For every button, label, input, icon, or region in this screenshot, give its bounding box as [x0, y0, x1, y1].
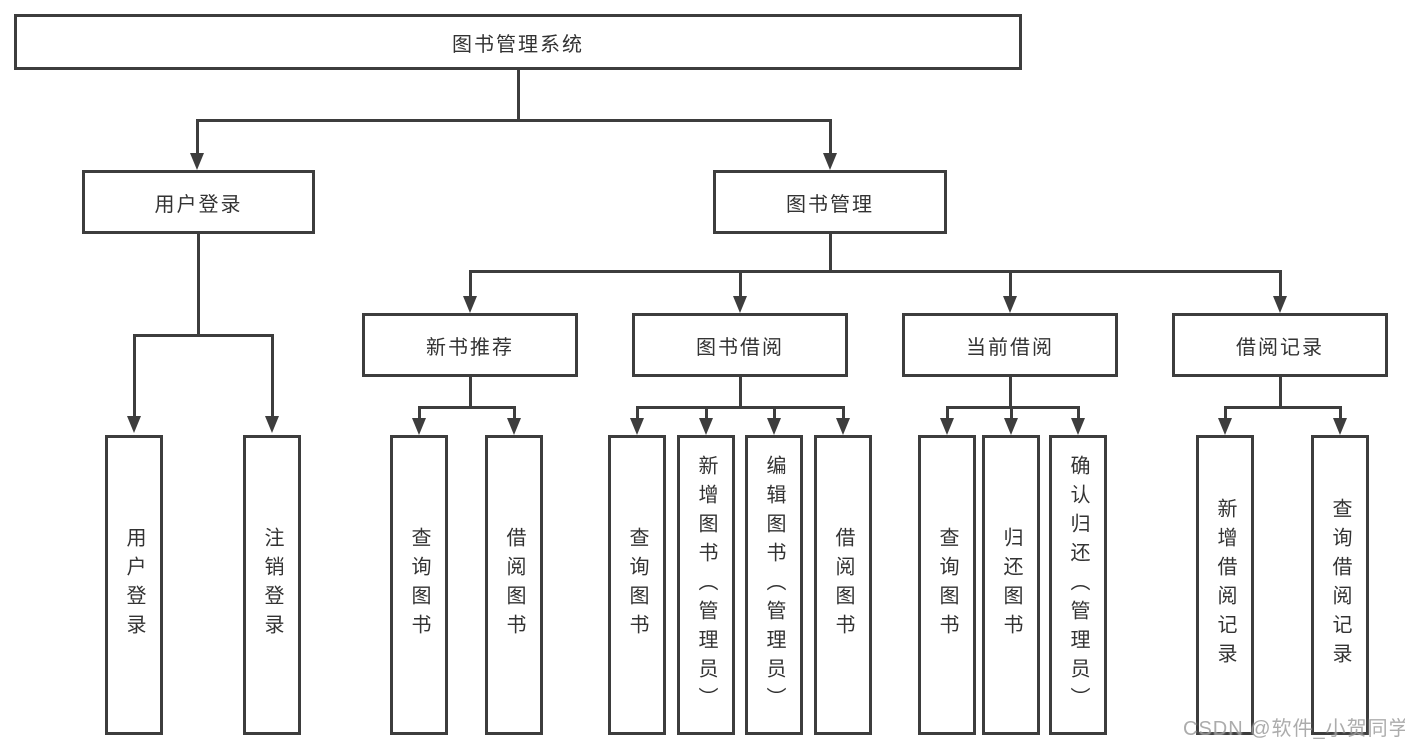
leaf-label: 新增图书（管理员） — [695, 454, 717, 716]
arrow-down-icon — [1071, 418, 1085, 435]
connector-vline — [1339, 406, 1342, 421]
connector-vline — [1077, 406, 1080, 421]
leaf-logout: 注销登录 — [243, 435, 301, 735]
connector-vline — [1224, 406, 1227, 421]
arrow-down-icon — [823, 153, 837, 170]
connector-vline — [1010, 406, 1013, 421]
connector-vline — [1279, 374, 1282, 408]
connector-vline — [946, 406, 949, 421]
node-label: 图书管理系统 — [452, 33, 584, 56]
connector-vline — [271, 334, 274, 420]
arrow-down-icon — [699, 418, 713, 435]
watermark: CSDN @软件_小贺同学 — [1183, 718, 1405, 740]
arrow-down-icon — [630, 418, 644, 435]
arrow-down-icon — [463, 296, 477, 313]
connector-hline — [133, 334, 274, 337]
leaf-nbr-borrow-books: 借阅图书 — [485, 435, 543, 735]
node-label: 借阅记录 — [1236, 336, 1324, 359]
connector-vline — [418, 406, 421, 421]
connector-vline — [469, 270, 472, 300]
arrow-down-icon — [265, 416, 279, 433]
node-root: 图书管理系统 — [14, 14, 1022, 70]
leaf-label: 查询借阅记录 — [1329, 498, 1351, 672]
connector-vline — [829, 119, 832, 158]
leaf-cb-return-books: 归还图书 — [982, 435, 1040, 735]
connector-vline — [196, 119, 199, 158]
connector-hline — [469, 270, 1282, 273]
connector-vline — [517, 68, 520, 121]
leaf-bb-query-books: 查询图书 — [608, 435, 666, 735]
connector-hline — [636, 406, 845, 409]
connector-vline — [829, 231, 832, 272]
node-current-borrow: 当前借阅 — [902, 313, 1118, 377]
leaf-label: 编辑图书（管理员） — [763, 454, 785, 716]
connector-vline — [773, 406, 776, 421]
node-book-management: 图书管理 — [713, 170, 947, 234]
arrow-down-icon — [767, 418, 781, 435]
leaf-label: 查询图书 — [626, 527, 648, 643]
node-label: 用户登录 — [154, 193, 243, 216]
node-label: 图书借阅 — [696, 336, 784, 359]
connector-hline — [946, 406, 1080, 409]
leaf-cb-confirm-return-admin: 确认归还（管理员） — [1049, 435, 1107, 735]
leaf-bb-edit-books-admin: 编辑图书（管理员） — [745, 435, 803, 735]
connector-vline — [469, 374, 472, 408]
connector-vline — [513, 406, 516, 421]
leaf-br-add-record: 新增借阅记录 — [1196, 435, 1254, 735]
arrow-down-icon — [507, 418, 521, 435]
arrow-down-icon — [1218, 418, 1232, 435]
connector-vline — [739, 270, 742, 300]
leaf-label: 注销登录 — [261, 527, 283, 643]
node-borrow-records: 借阅记录 — [1172, 313, 1388, 377]
connector-vline — [1279, 270, 1282, 300]
leaf-label: 借阅图书 — [503, 527, 525, 643]
leaf-label: 借阅图书 — [832, 527, 854, 643]
node-user-login: 用户登录 — [82, 170, 315, 234]
node-new-book-recommend: 新书推荐 — [362, 313, 578, 377]
node-label: 新书推荐 — [426, 336, 514, 359]
connector-hline — [196, 119, 832, 122]
arrow-down-icon — [940, 418, 954, 435]
arrow-down-icon — [190, 153, 204, 170]
connector-vline — [1009, 374, 1012, 408]
leaf-label: 查询图书 — [936, 527, 958, 643]
leaf-nbr-query-books: 查询图书 — [390, 435, 448, 735]
leaf-bb-add-books-admin: 新增图书（管理员） — [677, 435, 735, 735]
node-label: 图书管理 — [786, 193, 874, 216]
arrow-down-icon — [127, 416, 141, 433]
leaf-br-query-record: 查询借阅记录 — [1311, 435, 1369, 735]
leaf-label: 查询图书 — [408, 527, 430, 643]
connector-hline — [1224, 406, 1342, 409]
node-label: 当前借阅 — [966, 336, 1054, 359]
arrow-down-icon — [1003, 296, 1017, 313]
arrow-down-icon — [1333, 418, 1347, 435]
arrow-down-icon — [412, 418, 426, 435]
leaf-label: 归还图书 — [1000, 527, 1022, 643]
arrow-down-icon — [836, 418, 850, 435]
arrow-down-icon — [1273, 296, 1287, 313]
leaf-label: 新增借阅记录 — [1214, 498, 1236, 672]
arrow-down-icon — [1004, 418, 1018, 435]
connector-vline — [133, 334, 136, 420]
connector-vline — [197, 231, 200, 336]
leaf-user-login: 用户登录 — [105, 435, 163, 735]
connector-vline — [636, 406, 639, 421]
leaf-cb-query-books: 查询图书 — [918, 435, 976, 735]
connector-vline — [1009, 270, 1012, 300]
node-book-borrow: 图书借阅 — [632, 313, 848, 377]
arrow-down-icon — [733, 296, 747, 313]
connector-vline — [842, 406, 845, 421]
leaf-label: 确认归还（管理员） — [1067, 454, 1089, 716]
leaf-bb-borrow-books: 借阅图书 — [814, 435, 872, 735]
connector-vline — [705, 406, 708, 421]
connector-vline — [739, 374, 742, 408]
connector-hline — [418, 406, 516, 409]
leaf-label: 用户登录 — [123, 527, 145, 643]
